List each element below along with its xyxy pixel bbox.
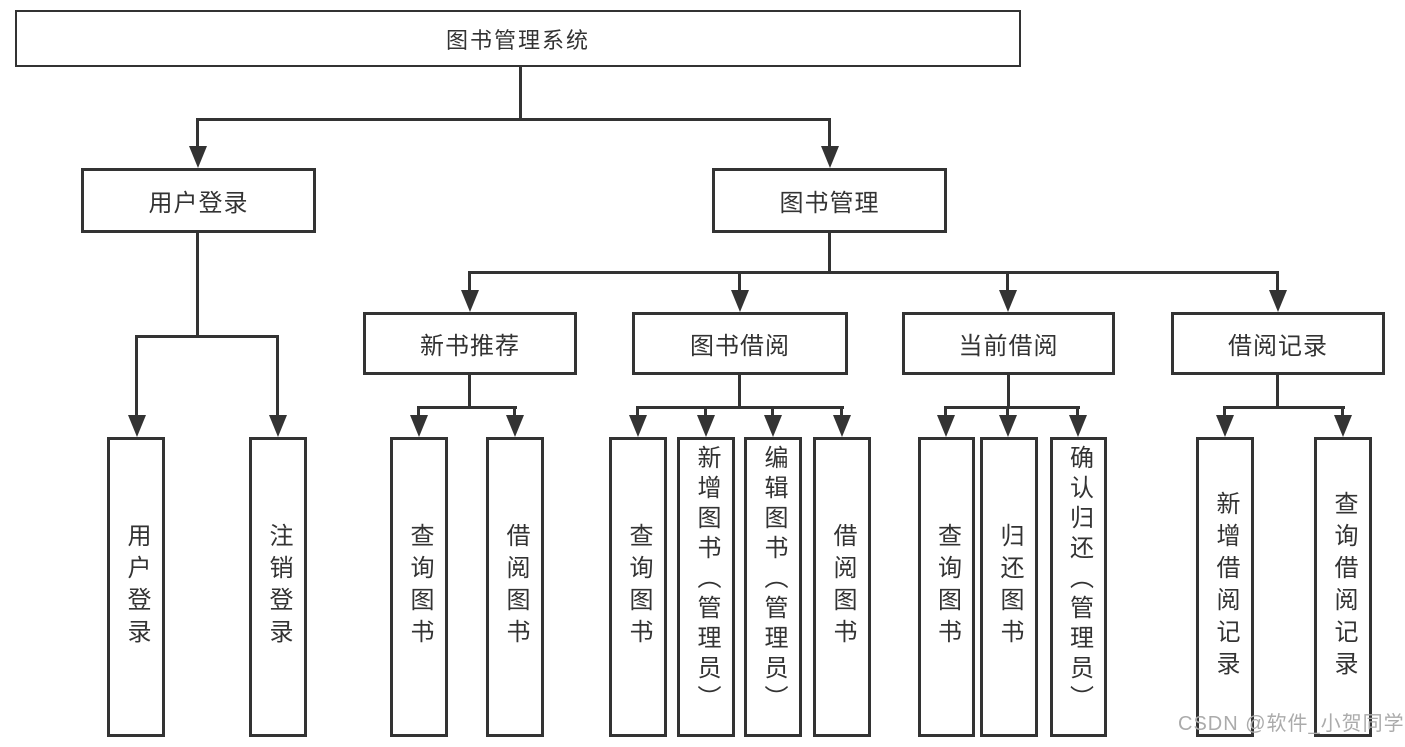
leaf-return-book: 归还图书 xyxy=(980,437,1038,737)
connector-line xyxy=(135,335,138,416)
leaf-borrow-book-1: 借阅图书 xyxy=(486,437,544,737)
connector-line xyxy=(196,118,199,147)
leaf-add-borrow-record-label: 新增借阅记录 xyxy=(1212,491,1239,683)
connector-line xyxy=(738,271,741,291)
connector-line xyxy=(513,406,516,416)
connector-line xyxy=(944,406,947,416)
connector-line xyxy=(840,406,843,416)
node-book-management-label: 图书管理 xyxy=(779,190,880,217)
leaf-user-login-label: 用户登录 xyxy=(123,523,150,651)
leaf-logout-login-label: 注销登录 xyxy=(265,523,292,651)
leaf-confirm-return-admin: 确认归还（管理员） xyxy=(1050,437,1107,737)
leaf-confirm-return-admin-label: 确认归还（管理员） xyxy=(1065,445,1093,715)
node-borrow-records-label: 借阅记录 xyxy=(1228,333,1328,360)
leaf-query-book-3-label: 查询图书 xyxy=(933,523,961,651)
leaf-query-book-3: 查询图书 xyxy=(918,437,975,737)
connector-line xyxy=(1223,406,1226,416)
connector-line xyxy=(738,375,741,406)
leaf-edit-book-admin: 编辑图书（管理员） xyxy=(744,437,802,737)
connector-line xyxy=(828,233,831,271)
connector-line xyxy=(1223,406,1345,409)
arrow-down-icon xyxy=(1334,415,1352,437)
node-root-label: 图书管理系统 xyxy=(445,27,590,53)
arrow-down-icon xyxy=(506,415,524,437)
node-user-login-label: 用户登录 xyxy=(148,190,249,217)
leaf-return-book-label: 归还图书 xyxy=(996,523,1023,651)
connector-line xyxy=(704,406,707,416)
arrow-down-icon xyxy=(821,146,839,168)
leaf-add-book-admin: 新增图书（管理员） xyxy=(677,437,735,737)
connector-line xyxy=(1006,406,1009,416)
connector-line xyxy=(1276,271,1279,291)
connector-line xyxy=(771,406,774,416)
arrow-down-icon xyxy=(1269,290,1287,312)
connector-line xyxy=(1076,406,1079,416)
node-user-login: 用户登录 xyxy=(81,168,316,233)
connector-line xyxy=(468,271,1279,274)
leaf-query-borrow-record-label: 查询借阅记录 xyxy=(1330,491,1357,683)
arrow-down-icon xyxy=(999,415,1017,437)
leaf-query-book-2-label: 查询图书 xyxy=(625,523,652,651)
leaf-borrow-book-2-label: 借阅图书 xyxy=(829,523,856,651)
leaf-user-login: 用户登录 xyxy=(107,437,165,737)
node-new-book-recommend-label: 新书推荐 xyxy=(420,333,520,360)
node-root: 图书管理系统 xyxy=(15,10,1021,67)
leaf-query-book-1-label: 查询图书 xyxy=(406,523,433,651)
arrow-down-icon xyxy=(1216,415,1234,437)
arrow-down-icon xyxy=(269,415,287,437)
connector-line xyxy=(1007,375,1010,406)
leaf-query-book-1: 查询图书 xyxy=(390,437,448,737)
arrow-down-icon xyxy=(128,415,146,437)
connector-line xyxy=(417,406,420,416)
node-book-management: 图书管理 xyxy=(712,168,947,233)
node-current-borrow-label: 当前借阅 xyxy=(958,333,1059,360)
connector-line xyxy=(636,406,639,416)
connector-line xyxy=(468,375,471,406)
leaf-query-book-2: 查询图书 xyxy=(609,437,667,737)
connector-line xyxy=(828,118,831,147)
csdn-watermark: CSDN @软件_小贺同学 xyxy=(1178,713,1405,735)
connector-line xyxy=(1276,375,1279,406)
connector-line xyxy=(135,335,279,338)
leaf-add-borrow-record: 新增借阅记录 xyxy=(1196,437,1254,737)
arrow-down-icon xyxy=(833,415,851,437)
leaf-add-book-admin-label: 新增图书（管理员） xyxy=(693,445,720,715)
node-book-borrow-label: 图书借阅 xyxy=(690,333,790,360)
leaf-logout-login: 注销登录 xyxy=(249,437,307,737)
arrow-down-icon xyxy=(410,415,428,437)
node-current-borrow: 当前借阅 xyxy=(902,312,1115,375)
arrow-down-icon xyxy=(629,415,647,437)
connector-line xyxy=(417,406,517,409)
leaf-query-borrow-record: 查询借阅记录 xyxy=(1314,437,1372,737)
connector-line xyxy=(196,233,199,335)
connector-line xyxy=(636,406,844,409)
connector-line xyxy=(1341,406,1344,416)
arrow-down-icon xyxy=(731,290,749,312)
arrow-down-icon xyxy=(189,146,207,168)
node-borrow-records: 借阅记录 xyxy=(1171,312,1385,375)
arrow-down-icon xyxy=(999,290,1017,312)
connector-line xyxy=(944,406,1080,409)
arrow-down-icon xyxy=(461,290,479,312)
connector-line xyxy=(1006,271,1009,291)
node-book-borrow: 图书借阅 xyxy=(632,312,848,375)
arrow-down-icon xyxy=(937,415,955,437)
arrow-down-icon xyxy=(1069,415,1087,437)
connector-line xyxy=(276,335,279,416)
node-new-book-recommend: 新书推荐 xyxy=(363,312,577,375)
connector-line xyxy=(468,271,471,291)
arrow-down-icon xyxy=(764,415,782,437)
connector-line xyxy=(196,118,831,121)
leaf-borrow-book-1-label: 借阅图书 xyxy=(502,523,529,651)
leaf-edit-book-admin-label: 编辑图书（管理员） xyxy=(760,445,787,715)
connector-line xyxy=(519,67,522,118)
leaf-borrow-book-2: 借阅图书 xyxy=(813,437,871,737)
arrow-down-icon xyxy=(697,415,715,437)
